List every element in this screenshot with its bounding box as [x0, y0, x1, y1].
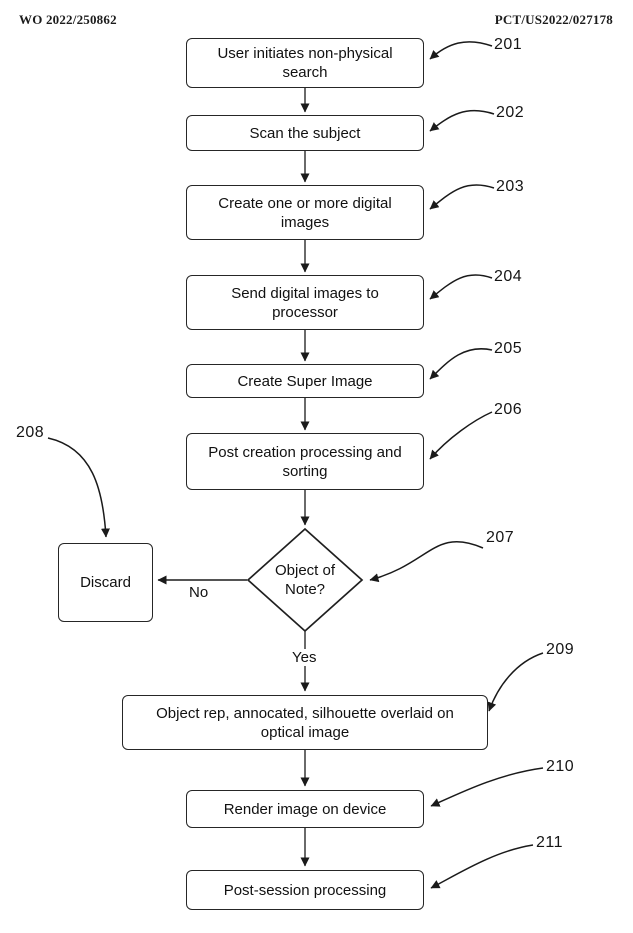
leader-208 [47, 437, 110, 538]
flow-node-205-text: Create Super Image [237, 372, 373, 390]
flow-node-203: Create one or more digital images [186, 185, 424, 240]
flow-node-201-text: User initiates non-physical search [217, 45, 393, 81]
flow-node-204-text: Send digital images to processor [231, 284, 379, 321]
decision-node-207-text: Object of Note? [274, 562, 336, 598]
ref-label-208: 208 [16, 424, 45, 441]
flow-node-204: Send digital images to processor [186, 275, 424, 330]
flow-node-208-discard: Discard [58, 543, 153, 622]
publication-number: WO 2022/250862 [19, 12, 117, 27]
decision-diamond-shape [246, 527, 364, 633]
leader-203 [429, 184, 495, 210]
ref-label-207: 207 [486, 529, 515, 546]
flow-node-202: Scan the subject [186, 115, 424, 151]
flow-node-206: Post creation processing and sorting [186, 433, 424, 490]
flow-node-209-text: Object rep, annocated, silhouette overla… [156, 704, 454, 741]
leader-211 [430, 844, 534, 889]
flow-node-202-text: Scan the subject [249, 124, 361, 142]
branch-label-yes: Yes [289, 649, 320, 666]
ref-label-209: 209 [546, 641, 575, 658]
flow-node-209: Object rep, annocated, silhouette overla… [122, 695, 488, 750]
leader-206 [429, 411, 493, 460]
flow-node-210: Render image on device [186, 790, 424, 828]
leader-205 [429, 348, 493, 380]
flow-node-210-text: Render image on device [223, 800, 387, 818]
leader-201 [429, 41, 493, 60]
leader-202 [429, 109, 495, 132]
flow-node-206-text: Post creation processing and sorting [208, 443, 402, 480]
flow-node-203-text: Create one or more digital images [218, 194, 392, 231]
ref-label-211: 211 [536, 834, 564, 851]
ref-label-206: 206 [494, 401, 523, 418]
ref-label-205: 205 [494, 340, 523, 357]
ref-label-202: 202 [496, 104, 525, 121]
leader-204 [429, 274, 493, 300]
application-number: PCT/US2022/027178 [494, 12, 613, 27]
ref-label-204: 204 [494, 268, 523, 285]
flow-node-211-text: Post-session processing [223, 881, 387, 899]
flow-node-205: Create Super Image [186, 364, 424, 398]
branch-label-no: No [186, 584, 212, 601]
decision-node-207: Object of Note? [255, 548, 355, 612]
ref-label-203: 203 [496, 178, 525, 195]
leader-209 [487, 652, 544, 712]
flow-node-211: Post-session processing [186, 870, 424, 910]
leader-210 [430, 767, 544, 807]
flow-node-201: User initiates non-physical search [186, 38, 424, 88]
leader-207 [369, 541, 484, 583]
ref-label-210: 210 [546, 758, 575, 775]
flow-node-208-text: Discard [80, 574, 131, 591]
ref-label-201: 201 [494, 36, 523, 53]
